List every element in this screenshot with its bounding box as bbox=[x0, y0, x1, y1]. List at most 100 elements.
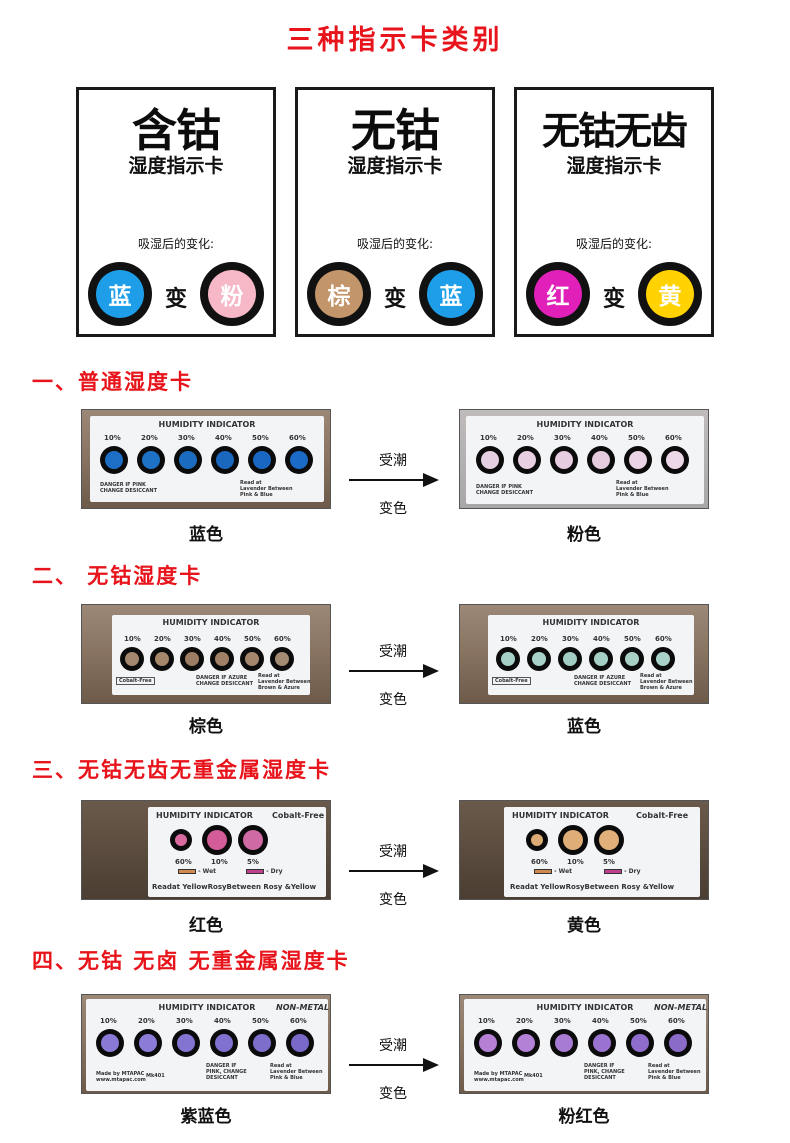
type-card-cobalt-free: 无钴 湿度指示卡 吸湿后的变化: 棕 变 蓝 bbox=[295, 87, 495, 337]
indicator-fill bbox=[101, 1034, 119, 1052]
percent-label: 40% bbox=[592, 1017, 609, 1025]
percent-label: 60% bbox=[668, 1017, 685, 1025]
indicator-fill bbox=[532, 652, 546, 666]
percent-label: 60% bbox=[655, 635, 672, 643]
indicator-spot bbox=[527, 647, 551, 671]
indicator-spot bbox=[248, 446, 276, 474]
indicator-spot bbox=[210, 1029, 238, 1057]
dry-label: - Dry bbox=[604, 869, 641, 875]
indicator-spot bbox=[96, 1029, 124, 1057]
indicator-spot bbox=[550, 1029, 578, 1057]
read-footer: Readat YellowRosyBetween Rosy &Yellow bbox=[152, 883, 317, 891]
indicator-spot bbox=[512, 1029, 540, 1057]
indicator-spot bbox=[526, 829, 548, 851]
indicator-fill bbox=[177, 1034, 195, 1052]
section-title-4: 四、无钴 无卤 无重金属湿度卡 bbox=[32, 949, 350, 973]
indicator-fill bbox=[555, 1034, 573, 1052]
indicator-fill bbox=[563, 652, 577, 666]
percent-label: 20% bbox=[517, 434, 534, 442]
indicator-fill bbox=[275, 652, 289, 666]
to-color-dot: 黄 bbox=[638, 262, 702, 326]
indicator-fill bbox=[531, 834, 543, 846]
indicator-spot bbox=[150, 647, 174, 671]
wet-label: - Wet bbox=[534, 869, 572, 875]
after-label-4: 粉红色 bbox=[558, 1107, 610, 1127]
indicator-fill bbox=[290, 451, 308, 469]
dry-label: - Dry bbox=[246, 869, 283, 875]
percent-label: 20% bbox=[154, 635, 171, 643]
percent-label: 30% bbox=[178, 434, 195, 442]
indicator-spot bbox=[550, 446, 578, 474]
indicator-spot bbox=[587, 446, 615, 474]
percent-label: 30% bbox=[562, 635, 579, 643]
indicator-card: HUMIDITY INDICATOR Cobalt-Free - Wet - D… bbox=[504, 807, 700, 897]
change-arrow-3: 受潮 变色 bbox=[345, 841, 441, 911]
before-label-4: 紫蓝色 bbox=[180, 1107, 232, 1127]
indicator-spot bbox=[558, 825, 588, 855]
indicator-spot bbox=[620, 647, 644, 671]
indicator-fill bbox=[215, 652, 229, 666]
indicator-fill bbox=[125, 652, 139, 666]
percent-label: 30% bbox=[176, 1017, 193, 1025]
card-title: HUMIDITY INDICATOR bbox=[512, 811, 609, 820]
non-metal-label: NON-METAL bbox=[276, 1003, 330, 1012]
type-card-subtitle: 湿度指示卡 bbox=[566, 155, 662, 177]
read-footer: Readat YellowRosyBetween Rosy &Yellow bbox=[510, 883, 675, 891]
indicator-spot bbox=[100, 446, 128, 474]
indicator-spot bbox=[210, 647, 234, 671]
from-color-dot: 蓝 bbox=[88, 262, 152, 326]
indicator-fill bbox=[207, 830, 227, 850]
percent-label: 60% bbox=[290, 1017, 307, 1025]
indicator-fill bbox=[625, 652, 639, 666]
model-note: Mk401 bbox=[524, 1073, 543, 1079]
photo-before-4: HUMIDITY INDICATOR NON-METAL Made by MTA… bbox=[81, 994, 331, 1094]
percent-label: 50% bbox=[624, 635, 641, 643]
change-word: 变 bbox=[602, 287, 625, 312]
arrow-label-top: 受潮 bbox=[379, 644, 407, 660]
change-arrow-4: 受潮 变色 bbox=[345, 1035, 441, 1105]
section-title-3: 三、无钴无齿无重金属湿度卡 bbox=[32, 758, 331, 782]
dry-text: Dry bbox=[628, 868, 641, 875]
indicator-spot bbox=[624, 446, 652, 474]
indicator-fill bbox=[142, 451, 160, 469]
percent-label: 50% bbox=[628, 434, 645, 442]
after-label-3: 黄色 bbox=[567, 916, 601, 936]
percent-label: 50% bbox=[244, 635, 261, 643]
arrow-label-top: 受潮 bbox=[379, 844, 407, 860]
percent-label: 10% bbox=[567, 858, 584, 866]
change-word: 变 bbox=[383, 287, 406, 312]
type-card-change-label: 吸湿后的变化: bbox=[356, 237, 434, 251]
percent-label: 60% bbox=[531, 858, 548, 866]
indicator-fill bbox=[179, 451, 197, 469]
percent-label: 20% bbox=[531, 635, 548, 643]
section-title-1: 一、普通湿度卡 bbox=[32, 370, 193, 394]
photo-before-2: HUMIDITY INDICATOR Cobalt-Free DANGER IF… bbox=[81, 604, 331, 704]
indicator-fill bbox=[215, 1034, 233, 1052]
arrow-label-bottom: 变色 bbox=[379, 892, 407, 908]
percent-label: 40% bbox=[214, 635, 231, 643]
indicator-spot bbox=[626, 1029, 654, 1057]
indicator-fill bbox=[481, 451, 499, 469]
percent-label: 60% bbox=[175, 858, 192, 866]
indicator-spot bbox=[664, 1029, 692, 1057]
dry-swatch bbox=[604, 869, 622, 874]
indicator-fill bbox=[479, 1034, 497, 1052]
section-title-2: 二、 无钴湿度卡 bbox=[32, 564, 203, 588]
indicator-fill bbox=[593, 1034, 611, 1052]
indicator-spot bbox=[120, 647, 144, 671]
cobalt-free-label: Cobalt-Free bbox=[272, 811, 325, 820]
arrow-label-bottom: 变色 bbox=[379, 1086, 407, 1102]
indicator-spot bbox=[496, 647, 520, 671]
indicator-fill bbox=[291, 1034, 309, 1052]
